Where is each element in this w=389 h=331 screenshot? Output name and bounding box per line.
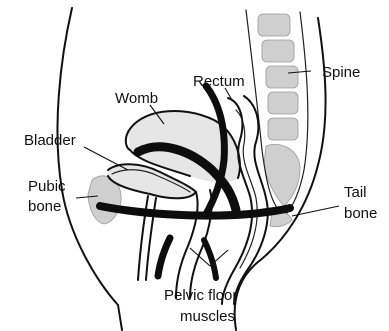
label-pelvic-floor-line2: muscles — [180, 308, 235, 325]
label-pelvic-floor-line1: Pelvic floor — [164, 287, 237, 304]
labels: Spine Rectum Womb Bladder Pubic bone Tai… — [24, 64, 377, 325]
label-bladder: Bladder — [24, 132, 76, 149]
label-tail-bone-line1: Tail — [344, 184, 367, 201]
label-tail-bone-line2: bone — [344, 205, 377, 222]
bladder-illustration — [108, 164, 196, 280]
label-spine: Spine — [322, 64, 360, 81]
label-pubic-bone-line2: bone — [28, 198, 61, 215]
label-womb: Womb — [115, 90, 158, 107]
label-pubic-bone-line1: Pubic — [28, 178, 66, 195]
label-rectum: Rectum — [193, 73, 245, 90]
